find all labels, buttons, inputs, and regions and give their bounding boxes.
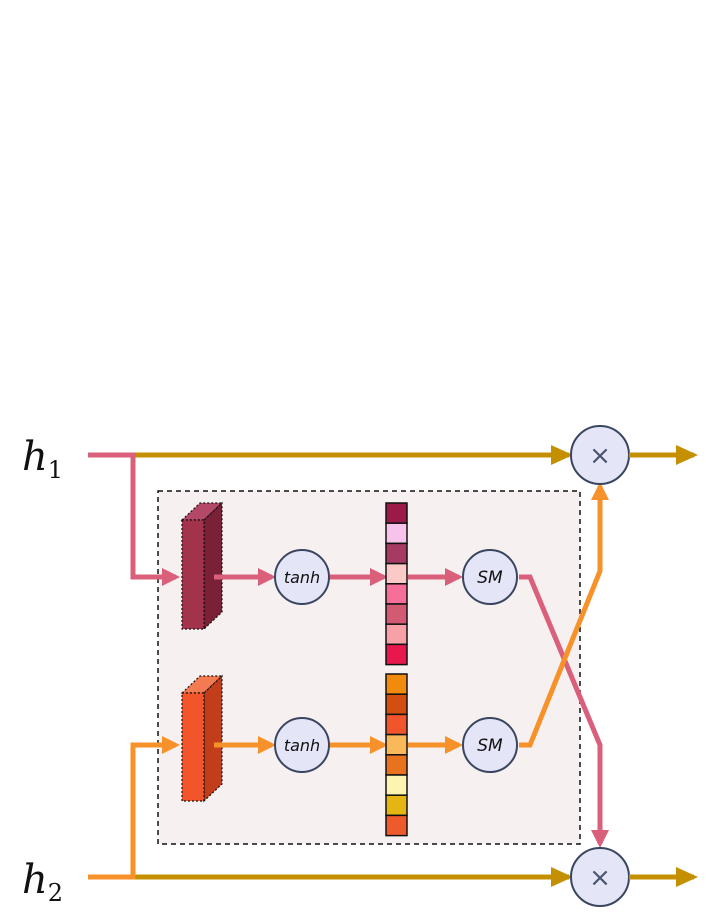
bottom-attention-vector [385,673,408,837]
bottom-vector-cell [385,733,408,756]
bottom-vector-cell [385,673,408,695]
bottom-multiply-node: × [570,847,630,907]
bottom-softmax-label: SM [477,736,503,756]
top-vector-cell [385,643,408,666]
top-attention-vector [385,502,408,666]
top-vector-cell [385,502,408,524]
top-softmax-label: SM [477,568,503,588]
top-linear-layer-block [180,501,224,631]
bottom-vector-cell [385,774,408,796]
bottom-vector-cell [385,794,408,817]
top-vector-cell [385,562,408,585]
bottom-vector-cell [385,713,408,736]
input-label-h1: h1 [22,434,63,484]
h2-branch-line [88,736,180,880]
input-label-h2: h2 [22,857,63,907]
top-vector-cell [385,603,408,625]
top-vector-cell [385,623,408,646]
top-tanh-label: tanh [284,568,320,587]
bottom-softmax-node: SM [462,717,518,773]
top-vector-cell [385,522,408,545]
bottom-linear-layer-block [180,674,224,803]
top-multiply-node: × [570,425,630,485]
bottom-vector-cell [385,693,408,716]
bottom-vector-cell [385,814,408,837]
top-vector-cell [385,542,408,565]
attention-module-panel [157,490,581,845]
bottom-sm-to-top-multiply-arrow [519,482,609,748]
top-tanh-node: tanh [274,549,330,605]
bottom-multiply-symbol: × [589,863,611,893]
top-softmax-node: SM [462,549,518,605]
bottom-tanh-node: tanh [274,717,330,773]
bottom-vector-cell [385,754,408,776]
bottom-tanh-label: tanh [284,736,320,755]
top-multiply-symbol: × [589,441,611,471]
h1-branch-line [88,452,180,586]
top-vector-cell [385,583,408,605]
